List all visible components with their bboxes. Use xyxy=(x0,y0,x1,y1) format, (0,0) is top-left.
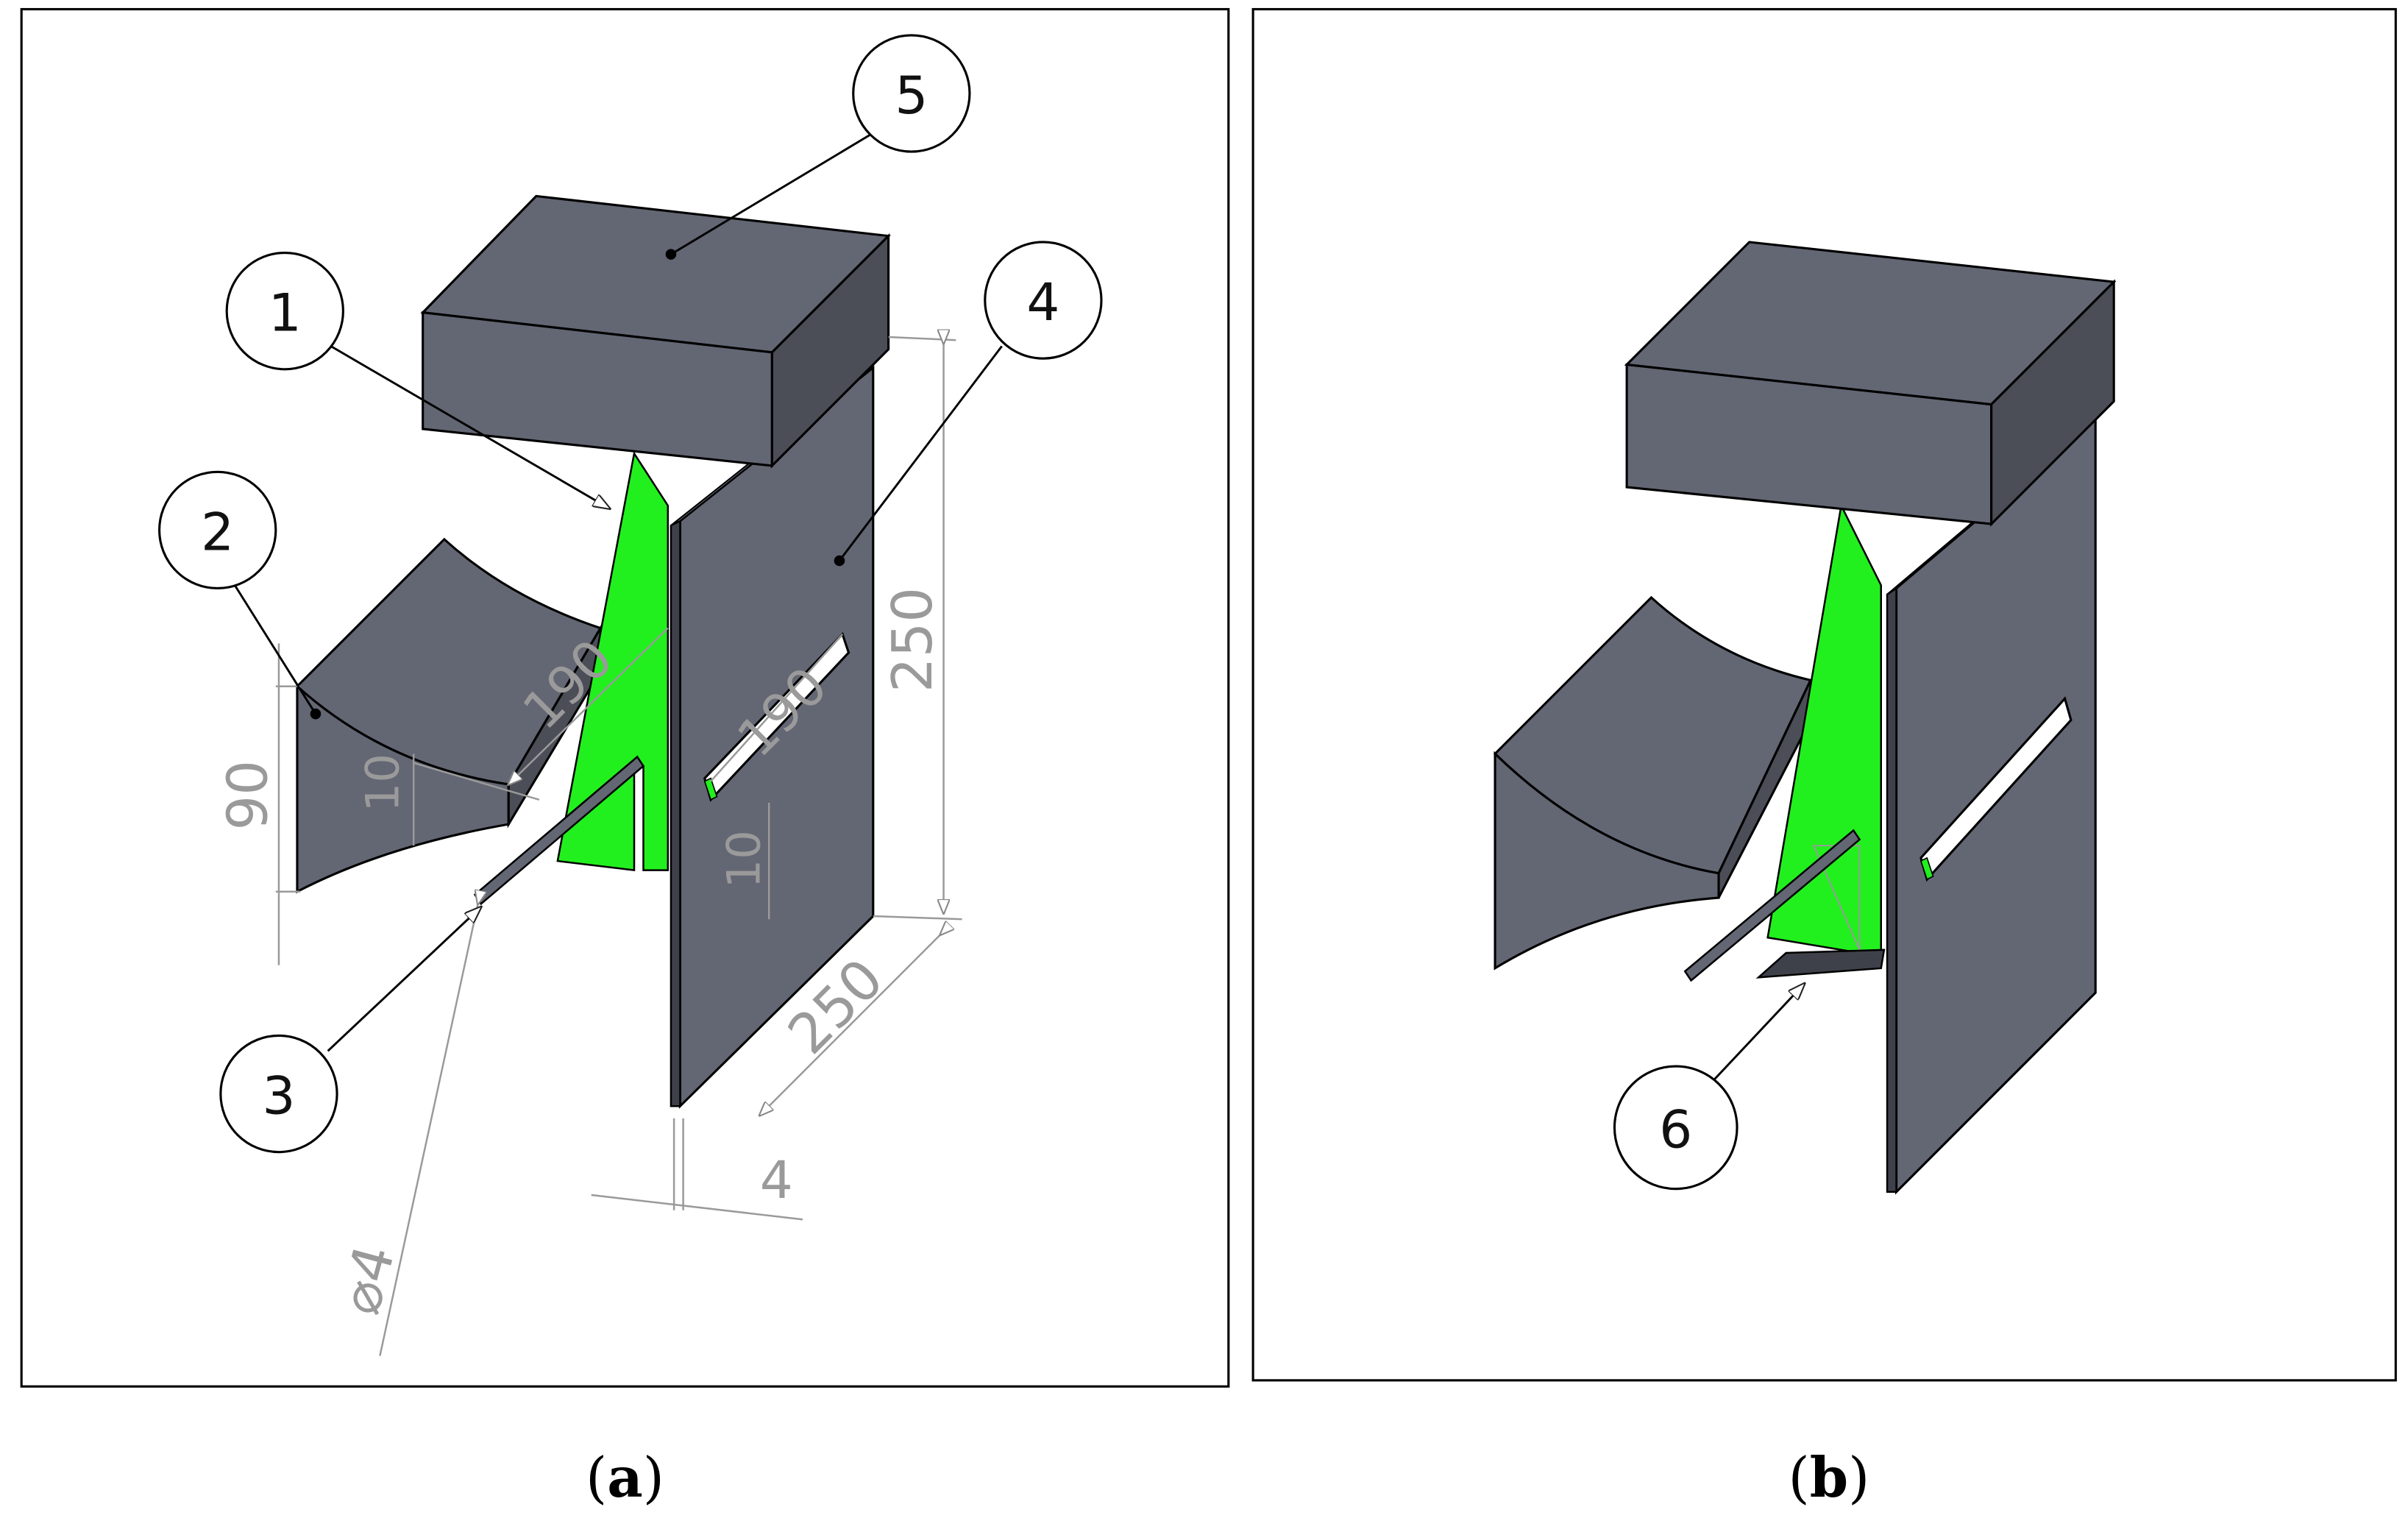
dim-250-height: 250 xyxy=(880,587,945,692)
panel-b: 6 (b) xyxy=(1251,7,2397,1510)
callout-leaders xyxy=(232,133,1003,1052)
callout-1: 1 xyxy=(225,251,344,371)
callout-5: 5 xyxy=(852,34,971,153)
dim-10-slot: 10 xyxy=(717,830,771,888)
callout-6-label: 6 xyxy=(1659,1099,1692,1160)
top-block-b xyxy=(1624,241,2117,527)
callout-2-label: 2 xyxy=(201,501,234,562)
dimension-lines xyxy=(275,337,962,1356)
rod-b xyxy=(1683,829,1861,982)
vertical-plate-edge xyxy=(670,519,681,1107)
callout-4-label: 4 xyxy=(1026,272,1059,333)
callout-4: 4 xyxy=(984,241,1103,360)
top-block-side xyxy=(770,233,890,469)
cut-piece xyxy=(1755,948,1886,979)
curved-block xyxy=(295,537,603,894)
callout-5-label: 5 xyxy=(895,65,928,126)
curved-block-b xyxy=(1493,595,1813,971)
callout-1-label: 1 xyxy=(269,283,302,344)
plate-slot-green xyxy=(703,777,718,801)
panel-a: 190 190 250 250 90 10 10 4 ⌀4 1 2 xyxy=(20,7,1230,1510)
dim-10-block: 10 xyxy=(355,753,409,812)
dim-4-thickness: 4 xyxy=(760,1149,793,1210)
dim-90: 90 xyxy=(215,760,280,830)
callout-6: 6 xyxy=(1613,1065,1738,1191)
caption-a: (a) xyxy=(586,1445,664,1510)
top-block-b-side xyxy=(1990,279,2115,527)
vertical-plate-b-edge xyxy=(1886,586,1897,1194)
callout-2: 2 xyxy=(158,470,277,590)
top-block xyxy=(420,194,892,469)
plate-b-slot-green xyxy=(1919,857,1934,881)
callout-3-label: 3 xyxy=(262,1065,295,1127)
caption-b: (b) xyxy=(1789,1445,1870,1510)
callout-3: 3 xyxy=(219,1034,338,1154)
